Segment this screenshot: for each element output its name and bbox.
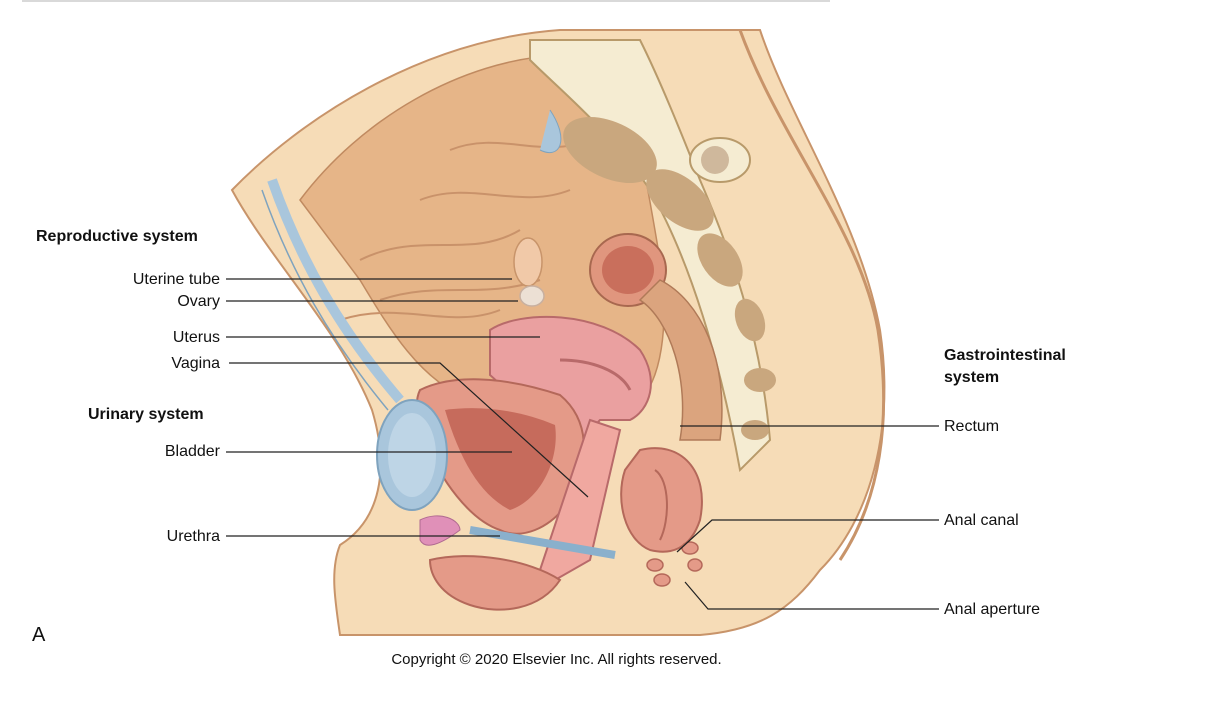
urethra xyxy=(469,526,616,559)
spine xyxy=(529,39,776,473)
label-anal-canal: Anal canal xyxy=(944,512,1019,529)
panel-letter: A xyxy=(32,624,46,646)
label-bladder: Bladder xyxy=(164,443,220,460)
anal-sphincter xyxy=(646,541,703,587)
label-uterus: Uterus xyxy=(172,329,220,346)
heading-reproductive-system: Reproductive system xyxy=(36,228,198,245)
sigmoid-colon xyxy=(589,233,723,441)
label-urethra: Urethra xyxy=(166,528,220,545)
heading-gastrointestinal-line2: system xyxy=(944,369,1000,386)
back-outline xyxy=(738,29,886,561)
label-uterine-tube: Uterine tube xyxy=(132,271,220,288)
label-rectum: Rectum xyxy=(944,418,1000,435)
uterine-tube xyxy=(513,237,543,287)
label-anal-aperture: Anal aperture xyxy=(944,601,1041,618)
ovary xyxy=(519,285,545,307)
intestine-folds xyxy=(339,139,591,321)
copyright-notice: Copyright © 2020 Elsevier Inc. All right… xyxy=(391,651,722,668)
external-genitalia xyxy=(428,555,562,611)
label-ovary: Ovary xyxy=(177,293,220,310)
leader-vagina xyxy=(229,362,589,498)
leader-anal-aperture xyxy=(684,581,939,610)
heading-gastrointestinal-line1: Gastrointestinal xyxy=(944,347,1066,364)
heading-urinary-system: Urinary system xyxy=(88,406,204,423)
leader-anal-canal xyxy=(676,519,939,553)
top-divider xyxy=(22,0,830,2)
label-vagina: Vagina xyxy=(171,355,220,372)
bladder xyxy=(415,378,585,535)
abdominal-wall xyxy=(267,178,404,404)
leader-lines xyxy=(226,278,939,610)
